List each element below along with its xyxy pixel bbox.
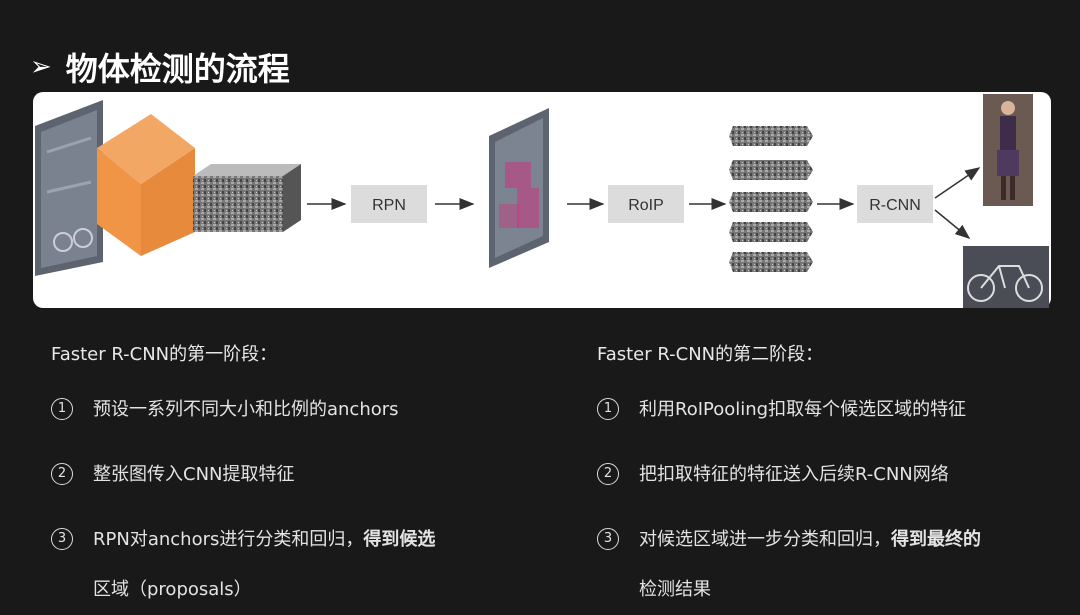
arrow-to-bike — [934, 209, 971, 239]
rpn-label: RPN — [372, 197, 406, 214]
pipeline-svg: RPN RoIP R-CNN — [35, 94, 1049, 308]
stage2-item-2: 2 把扣取特征的特征送入后续R-CNN网络 — [597, 461, 1077, 500]
arrow-bullet-icon: ➢ — [30, 52, 52, 82]
number-1-icon: 1 — [597, 398, 619, 420]
feature-map — [193, 164, 301, 232]
stage2-item-3: 3 对候选区域进一步分类和回归，得到最终的检测结果 — [597, 526, 1077, 615]
number-2-icon: 2 — [51, 463, 73, 485]
arrow-to-person — [934, 167, 981, 199]
stage1-heading: Faster R-CNN的第一阶段： — [51, 344, 278, 365]
stage1-item-3-rest: 区域（proposals） — [93, 579, 252, 600]
stage1-item-2: 2 整张图传入CNN提取特征 — [51, 461, 531, 500]
stage1-item-3-main: RPN对anchors进行分类和回归， — [93, 529, 364, 550]
stage2-item-3-main: 对候选区域进一步分类和回归， — [639, 529, 891, 550]
proposals-image — [489, 108, 549, 268]
stage1-item-3-bold: 得到候选 — [363, 529, 436, 550]
slide-title: ➢ 物体检测的流程 — [30, 44, 290, 90]
stage1-item-3-text: RPN对anchors进行分类和回归，得到候选区域（proposals） — [93, 515, 435, 615]
number-1-icon: 1 — [51, 398, 73, 420]
stage1-item-1: 1 预设一系列不同大小和比例的anchors — [51, 396, 531, 435]
number-3-icon: 3 — [51, 528, 73, 550]
stage2-item-1: 1 利用RoIPooling扣取每个候选区域的特征 — [597, 396, 1077, 435]
stage2-item-3-rest: 检测结果 — [639, 579, 711, 600]
stage1-item-1-text: 预设一系列不同大小和比例的anchors — [93, 399, 399, 420]
roip-box — [608, 185, 684, 223]
rcnn-box — [857, 185, 933, 223]
stage2-item-1-text: 利用RoIPooling扣取每个候选区域的特征 — [639, 399, 967, 420]
person-detection — [983, 94, 1033, 206]
cnn-block — [97, 114, 195, 256]
stage1-section: Faster R-CNN的第一阶段： 1 预设一系列不同大小和比例的anchor… — [51, 340, 531, 615]
roip-label: RoIP — [628, 197, 664, 214]
stage1-item-3: 3 RPN对anchors进行分类和回归，得到候选区域（proposals） — [51, 526, 531, 615]
pooled-features — [729, 126, 813, 272]
stage2-item-3-bold: 得到最终的 — [891, 529, 981, 550]
number-3-icon: 3 — [597, 528, 619, 550]
rcnn-label: R-CNN — [869, 197, 921, 214]
number-2-icon: 2 — [597, 463, 619, 485]
stage2-item-2-text: 把扣取特征的特征送入后续R-CNN网络 — [639, 464, 949, 485]
stage2-section: Faster R-CNN的第二阶段： 1 利用RoIPooling扣取每个候选区… — [597, 340, 1077, 615]
bicycle-detection — [963, 246, 1049, 308]
stage2-heading: Faster R-CNN的第二阶段： — [597, 344, 824, 365]
title-text: 物体检测的流程 — [65, 50, 290, 88]
stage1-item-2-text: 整张图传入CNN提取特征 — [93, 464, 295, 485]
rpn-box — [351, 185, 427, 223]
stage2-item-3-text: 对候选区域进一步分类和回归，得到最终的检测结果 — [639, 515, 981, 615]
input-image — [35, 100, 103, 276]
pipeline-diagram: RPN RoIP R-CNN — [33, 92, 1051, 308]
